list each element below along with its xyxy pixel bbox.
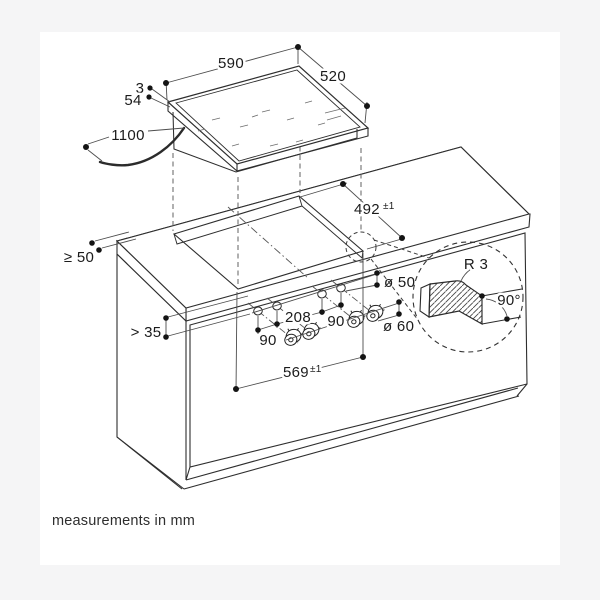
- control-knob: [302, 322, 321, 340]
- dimension-labels: 590 520 3 54 1100 492±1 ≥ 50 > 35 90 208…: [61, 53, 417, 384]
- control-knob: [347, 310, 366, 328]
- dimension-dots: [83, 44, 405, 392]
- detail-source-circle: [345, 231, 377, 263]
- angle-dot-right: [504, 316, 510, 322]
- dim-label-569: 569±1: [283, 364, 322, 381]
- dim-label-492-value: 492: [354, 201, 380, 218]
- glass-zone-marks: [197, 100, 346, 147]
- control-panel: [247, 279, 385, 346]
- dim-line-1100: [87, 127, 185, 162]
- cooktop: [98, 65, 370, 173]
- control-knob: [366, 304, 385, 322]
- edge-detail: R 3 90°: [345, 231, 524, 353]
- cooktop-frame-side: [167, 102, 369, 172]
- dim-line-569: [235, 253, 364, 393]
- dim-label-569-value: 569: [283, 364, 309, 381]
- power-cable: [98, 126, 186, 167]
- radius-leader: [460, 268, 472, 282]
- dim-line-492: [299, 182, 406, 250]
- angle-dot-top: [479, 293, 485, 299]
- dim-label-520: 520: [320, 68, 346, 85]
- section-end-face: [419, 283, 431, 319]
- section-hatched-profile: [428, 280, 483, 325]
- dim-label-front-clearance: > 35: [131, 324, 162, 341]
- dim-label-569-tolerance: ±1: [310, 364, 322, 375]
- dim-label-54: 54: [124, 92, 141, 109]
- angle-arc: [485, 298, 508, 317]
- dim-label-492-tolerance: ±1: [383, 201, 395, 212]
- dim-label-208: 208: [285, 309, 311, 326]
- detail-label-angle: 90°: [497, 292, 521, 309]
- cooktop-glass-inner: [175, 69, 361, 162]
- cutout-centerline: [227, 206, 310, 280]
- dim-label-knob-diameter: ø 60: [383, 318, 414, 335]
- detail-connector-lines: [370, 239, 430, 321]
- worktop-top: [115, 146, 531, 309]
- dim-label-492: 492±1: [354, 201, 395, 218]
- detail-label-radius: R 3: [464, 256, 488, 273]
- knob-hole: [272, 301, 282, 311]
- dim-label-hole-diameter: ø 50: [384, 274, 415, 291]
- dim-line-208: [276, 311, 323, 325]
- detail-circle: [412, 241, 524, 353]
- dim-line-3-54: [150, 88, 171, 108]
- toe-kick: [116, 383, 528, 490]
- dim-label-590: 590: [218, 55, 244, 72]
- cooktop-base-box: [172, 111, 358, 173]
- dim-label-1100: 1100: [111, 127, 144, 144]
- dim-label-90-right: 90: [327, 313, 344, 330]
- dim-label-90-left: 90: [259, 332, 276, 349]
- dim-label-rear-clearance: ≥ 50: [64, 249, 94, 266]
- control-knobs: [284, 304, 385, 346]
- dim-label-3: 3: [136, 80, 145, 97]
- units-note: measurements in mm: [52, 513, 195, 529]
- section-ledge-lines: [481, 288, 523, 325]
- dim-line-ge50: [94, 231, 137, 249]
